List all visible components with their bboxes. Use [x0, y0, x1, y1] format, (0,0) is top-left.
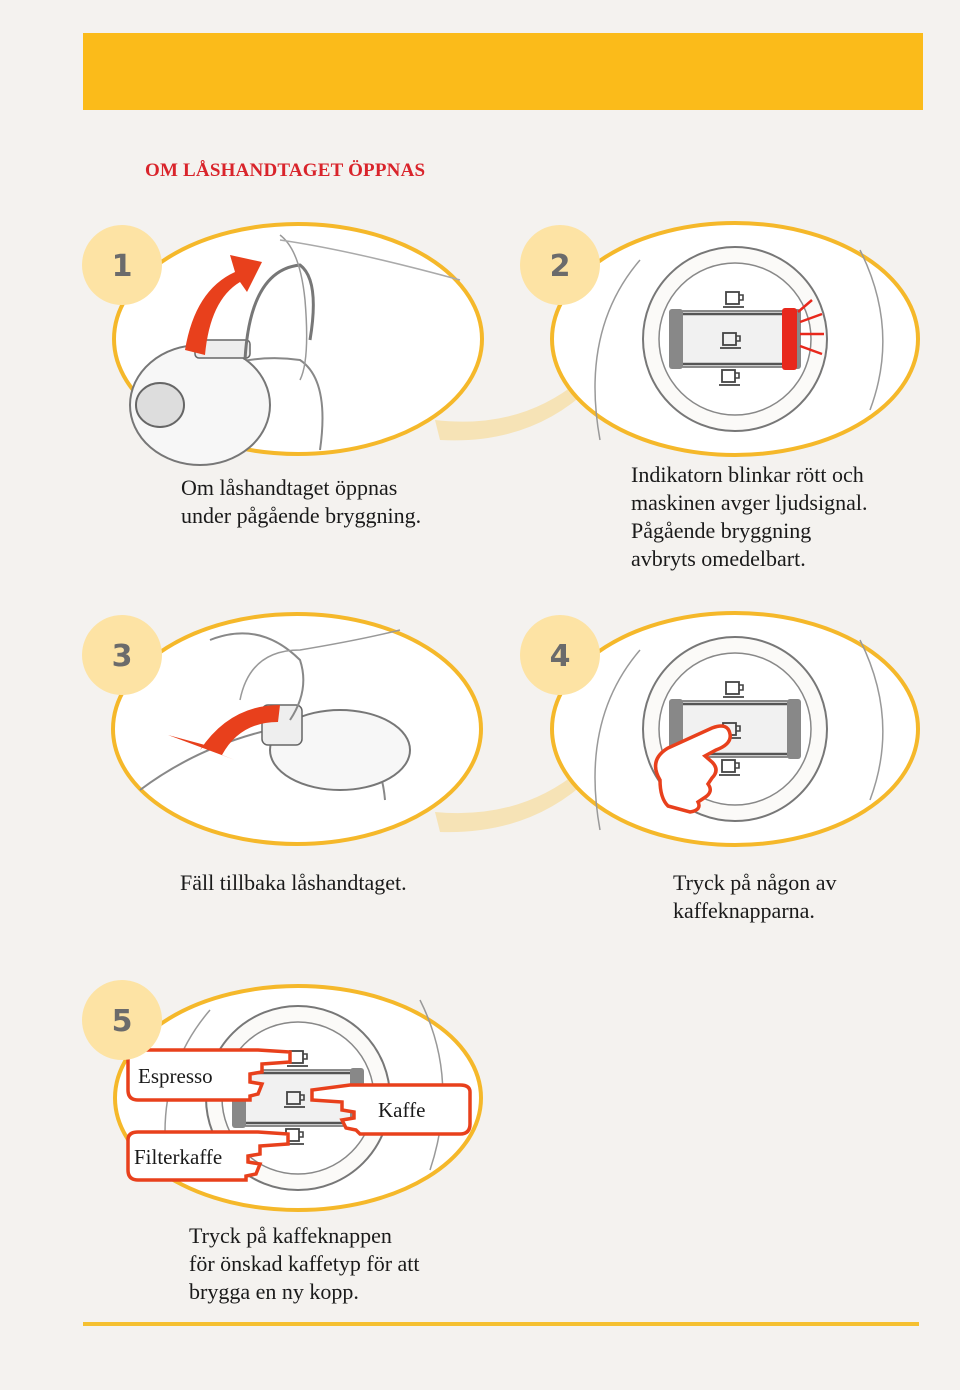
curved-red-arrow-icon [168, 705, 280, 760]
svg-text:2: 2 [550, 249, 571, 284]
step-5-caption: Tryck på kaffeknappen för önskad kaffety… [189, 1223, 420, 1304]
page-heading: OM LÅSHANDTAGET ÖPPNAS [145, 160, 426, 181]
kaffe-button-callout: Kaffe [310, 1083, 472, 1136]
kaffe-label: Kaffe [378, 1098, 425, 1122]
indicator-flash-icon [797, 299, 824, 356]
curved-red-arrow-icon [185, 255, 262, 355]
step-1-illustration: 1 [82, 222, 484, 466]
svg-text:4: 4 [550, 639, 571, 674]
filterkaffe-button-callout: Filterkaffe [126, 1130, 290, 1182]
pointing-hand-icon [653, 724, 732, 814]
step-3-caption: Fäll tillbaka låshandtaget. [180, 870, 407, 895]
step-5-illustration: Espresso Kaffe Filterkaffe 5 [82, 980, 483, 1212]
footer-rule [83, 1322, 919, 1326]
svg-text:5: 5 [112, 1004, 133, 1039]
step-4-caption: Tryck på någon av kaffeknapparna. [673, 870, 837, 923]
step-2-caption: Indikatorn blinkar rött och maskinen avg… [631, 462, 868, 571]
espresso-label: Espresso [138, 1064, 213, 1088]
svg-text:3: 3 [112, 639, 133, 674]
step-2-illustration: 2 [520, 221, 920, 457]
header-banner [83, 33, 923, 110]
step-3-illustration: 3 [82, 612, 483, 846]
svg-text:1: 1 [112, 249, 133, 284]
filterkaffe-label: Filterkaffe [134, 1145, 222, 1169]
step-1-caption: Om låshandtaget öppnas under pågående br… [181, 475, 422, 528]
step-4-illustration: 4 [520, 611, 920, 847]
